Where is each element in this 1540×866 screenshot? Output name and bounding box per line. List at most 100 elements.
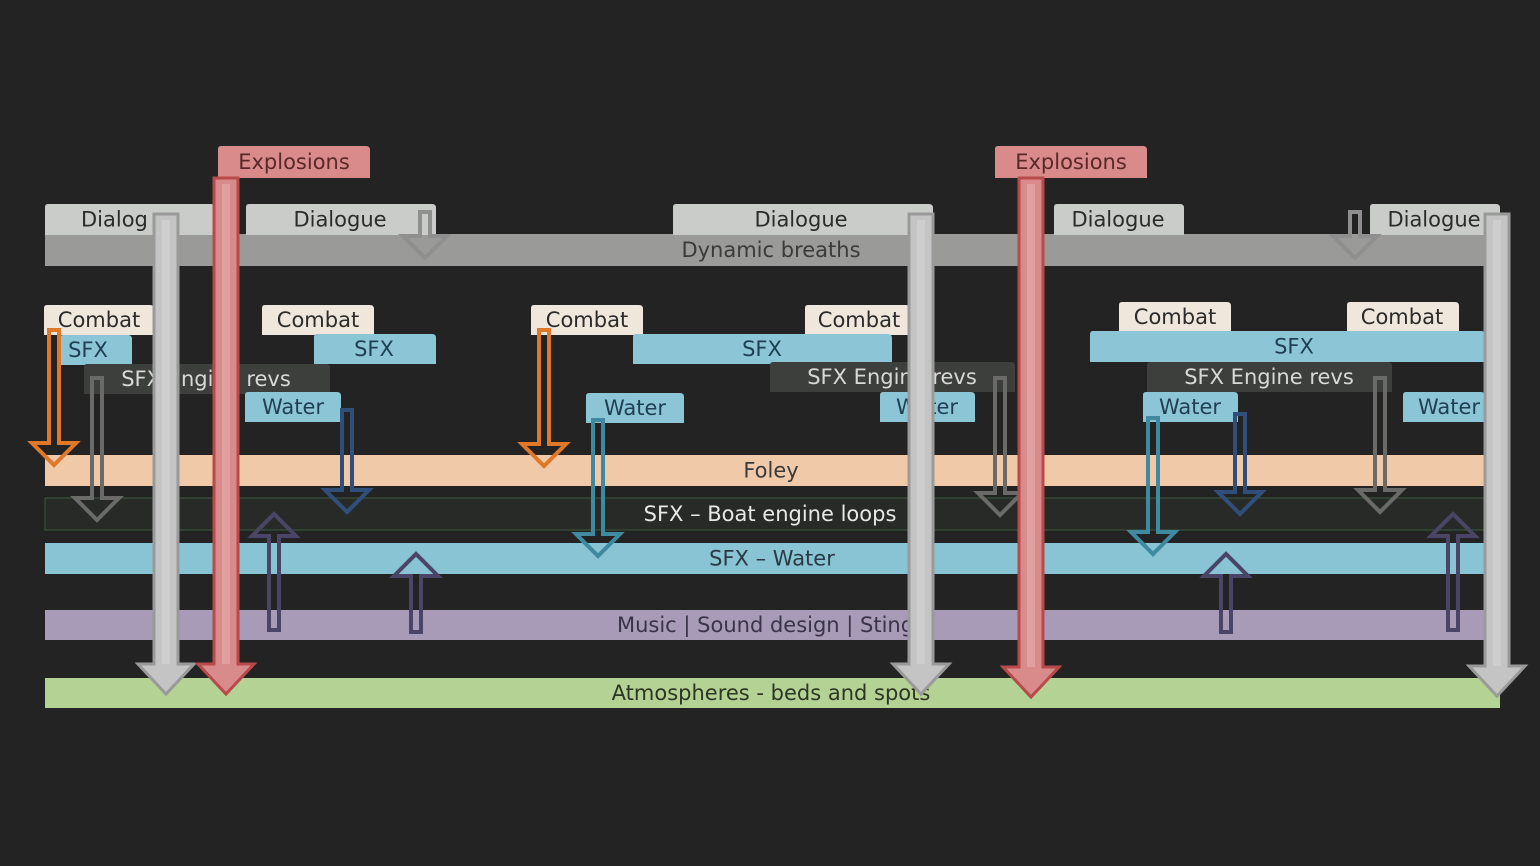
- arrow-explosions-1-master: [194, 176, 258, 697]
- arrow-dialogue-1-master: [134, 212, 198, 697]
- clip-dialogue-2: Dialogue: [246, 204, 436, 235]
- clip-explosions-2-label: Explosions: [1015, 150, 1127, 174]
- layer-sfx-water-label: SFX – Water: [709, 547, 835, 571]
- clip-water-2-label: Water: [604, 396, 666, 420]
- layer-music-label: Music | Sound design | Stings: [617, 613, 925, 638]
- clip-explosions-1-label: Explosions: [238, 150, 350, 174]
- arrow-dialogue-5-master-highlight: [1493, 220, 1501, 666]
- arrow-engine-revs-2-down: [973, 376, 1027, 518]
- clip-water-5: Water: [1403, 392, 1485, 422]
- clip-water-4: Water: [1143, 392, 1238, 422]
- clip-engine-revs-2-block: [770, 362, 1015, 392]
- clip-water-5-label: Water: [1418, 395, 1480, 419]
- arrow-music-up-3: [1199, 551, 1253, 634]
- arrow-combat-3-down: [517, 328, 571, 469]
- routing-arrows: [27, 210, 1480, 634]
- layer-dynamic-breaths-label: Dynamic breaths: [681, 238, 860, 262]
- clip-combat-3-label: Combat: [546, 308, 628, 332]
- clip-combat-3-block: [531, 305, 643, 335]
- arrow-dialogue-2-breath: [398, 210, 452, 261]
- clip-sfx-3: SFX: [633, 334, 892, 364]
- clip-combat-6: Combat: [1347, 302, 1459, 332]
- clip-dialogue-2-label: Dialogue: [293, 208, 386, 232]
- arrow-combat-1-down: [27, 328, 81, 468]
- clip-engine-revs-2-label: SFX Engine revs: [807, 365, 977, 389]
- layer-foley-label: Foley: [743, 459, 798, 483]
- clip-combat-6-label: Combat: [1361, 305, 1443, 329]
- clip-sfx-4-label: SFX: [1274, 335, 1314, 359]
- clip-dialogue-3-label: Dialogue: [754, 208, 847, 232]
- clip-sfx-3-label: SFX: [742, 337, 782, 361]
- clip-water-1-label: Water: [262, 395, 324, 419]
- clip-engine-revs-1-label: SFX Engine revs: [121, 367, 291, 391]
- clip-combat-5-block: [1119, 302, 1231, 332]
- arrow-explosions-1-master-highlight: [222, 184, 230, 664]
- clip-combat-6-block: [1347, 302, 1459, 332]
- clip-combat-5: Combat: [1119, 302, 1231, 332]
- arrow-music-up-4: [1426, 511, 1480, 632]
- clip-engine-revs-3: SFX Engine revs: [1147, 362, 1392, 392]
- clip-sfx-1-label: SFX: [68, 338, 108, 362]
- clip-dialogue-1: Dialog: [45, 204, 215, 235]
- clip-sfx-3-block: [633, 334, 892, 364]
- layer-atmospheres: [45, 678, 1500, 708]
- clip-water-2: Water: [586, 393, 684, 423]
- clip-dialogue-1-label: Dialog: [81, 208, 148, 232]
- master-arrows: [134, 176, 1529, 700]
- clip-sfx-1: SFX: [60, 335, 132, 365]
- arrow-engine-revs-1-down: [70, 376, 124, 523]
- clip-combat-4: Combat: [805, 305, 910, 335]
- clip-sfx-4: SFX: [1090, 331, 1485, 362]
- layer-boat-engine-loops-label: SFX – Boat engine loops: [644, 502, 897, 526]
- clip-water-1-block: [245, 392, 341, 422]
- arrow-water-2-down: [571, 418, 625, 559]
- clip-combat-3: Combat: [531, 305, 643, 335]
- clip-dialogue-4-label: Dialogue: [1071, 208, 1164, 232]
- clip-sfx-4-block: [1090, 331, 1485, 362]
- clip-engine-revs-1-block: [84, 364, 330, 394]
- clip-dialogue-5: Dialogue: [1370, 204, 1500, 235]
- clip-dialogue-4-block: [1054, 204, 1184, 235]
- arrow-dialogue-3-master: [889, 212, 953, 697]
- clip-combat-1-label: Combat: [58, 308, 140, 332]
- arrow-dialogue-5-master: [1465, 212, 1529, 699]
- clip-dialogue-3: Dialogue: [673, 204, 933, 235]
- clip-engine-revs-2: SFX Engine revs: [770, 362, 1015, 392]
- layer-dynamic-breaths: [45, 234, 1485, 266]
- arrow-explosions-2-master-highlight: [1027, 184, 1035, 667]
- clip-dialogue-3-block: [673, 204, 933, 235]
- arrow-engine-revs-3-down: [1353, 376, 1407, 515]
- clip-sfx-1-block: [60, 335, 132, 365]
- clip-combat-2-block: [262, 305, 374, 335]
- arrow-dialogue-3-master-highlight: [917, 220, 925, 664]
- clip-sfx-2: SFX: [314, 334, 436, 364]
- arrow-explosions-2-master: [999, 176, 1063, 700]
- clip-engine-revs-3-label: SFX Engine revs: [1184, 365, 1354, 389]
- clip-water-5-block: [1403, 392, 1485, 422]
- clip-water-4-label: Water: [1159, 395, 1221, 419]
- clip-combat-2-label: Combat: [277, 308, 359, 332]
- clip-explosions-2-block: [995, 146, 1147, 178]
- layer-atmospheres-label: Atmospheres - beds and spots: [612, 681, 931, 705]
- layer-music: [45, 610, 1485, 640]
- clip-explosions-2: Explosions: [995, 146, 1147, 178]
- clip-combat-1: Combat: [44, 305, 154, 335]
- clip-engine-revs-1: SFX Engine revs: [84, 364, 330, 394]
- clip-sfx-2-label: SFX: [354, 337, 394, 361]
- clip-explosions-1-block: [218, 146, 370, 178]
- clip-combat-4-block: [805, 305, 910, 335]
- clip-dialogue-5-block: [1370, 204, 1500, 235]
- clip-sfx-2-block: [314, 334, 436, 364]
- clip-combat-4-label: Combat: [818, 308, 900, 332]
- clip-water-1: Water: [245, 392, 341, 422]
- clip-combat-2: Combat: [262, 305, 374, 335]
- arrow-dialogue-1-master-highlight: [162, 220, 170, 664]
- arrow-dialogue-5-breath: [1328, 210, 1382, 261]
- arrow-water-4b-down: [1213, 412, 1267, 517]
- clip-water-2-block: [586, 393, 684, 423]
- layer-sfx-water: [45, 543, 1485, 574]
- clip-dialogue-4: Dialogue: [1054, 204, 1184, 235]
